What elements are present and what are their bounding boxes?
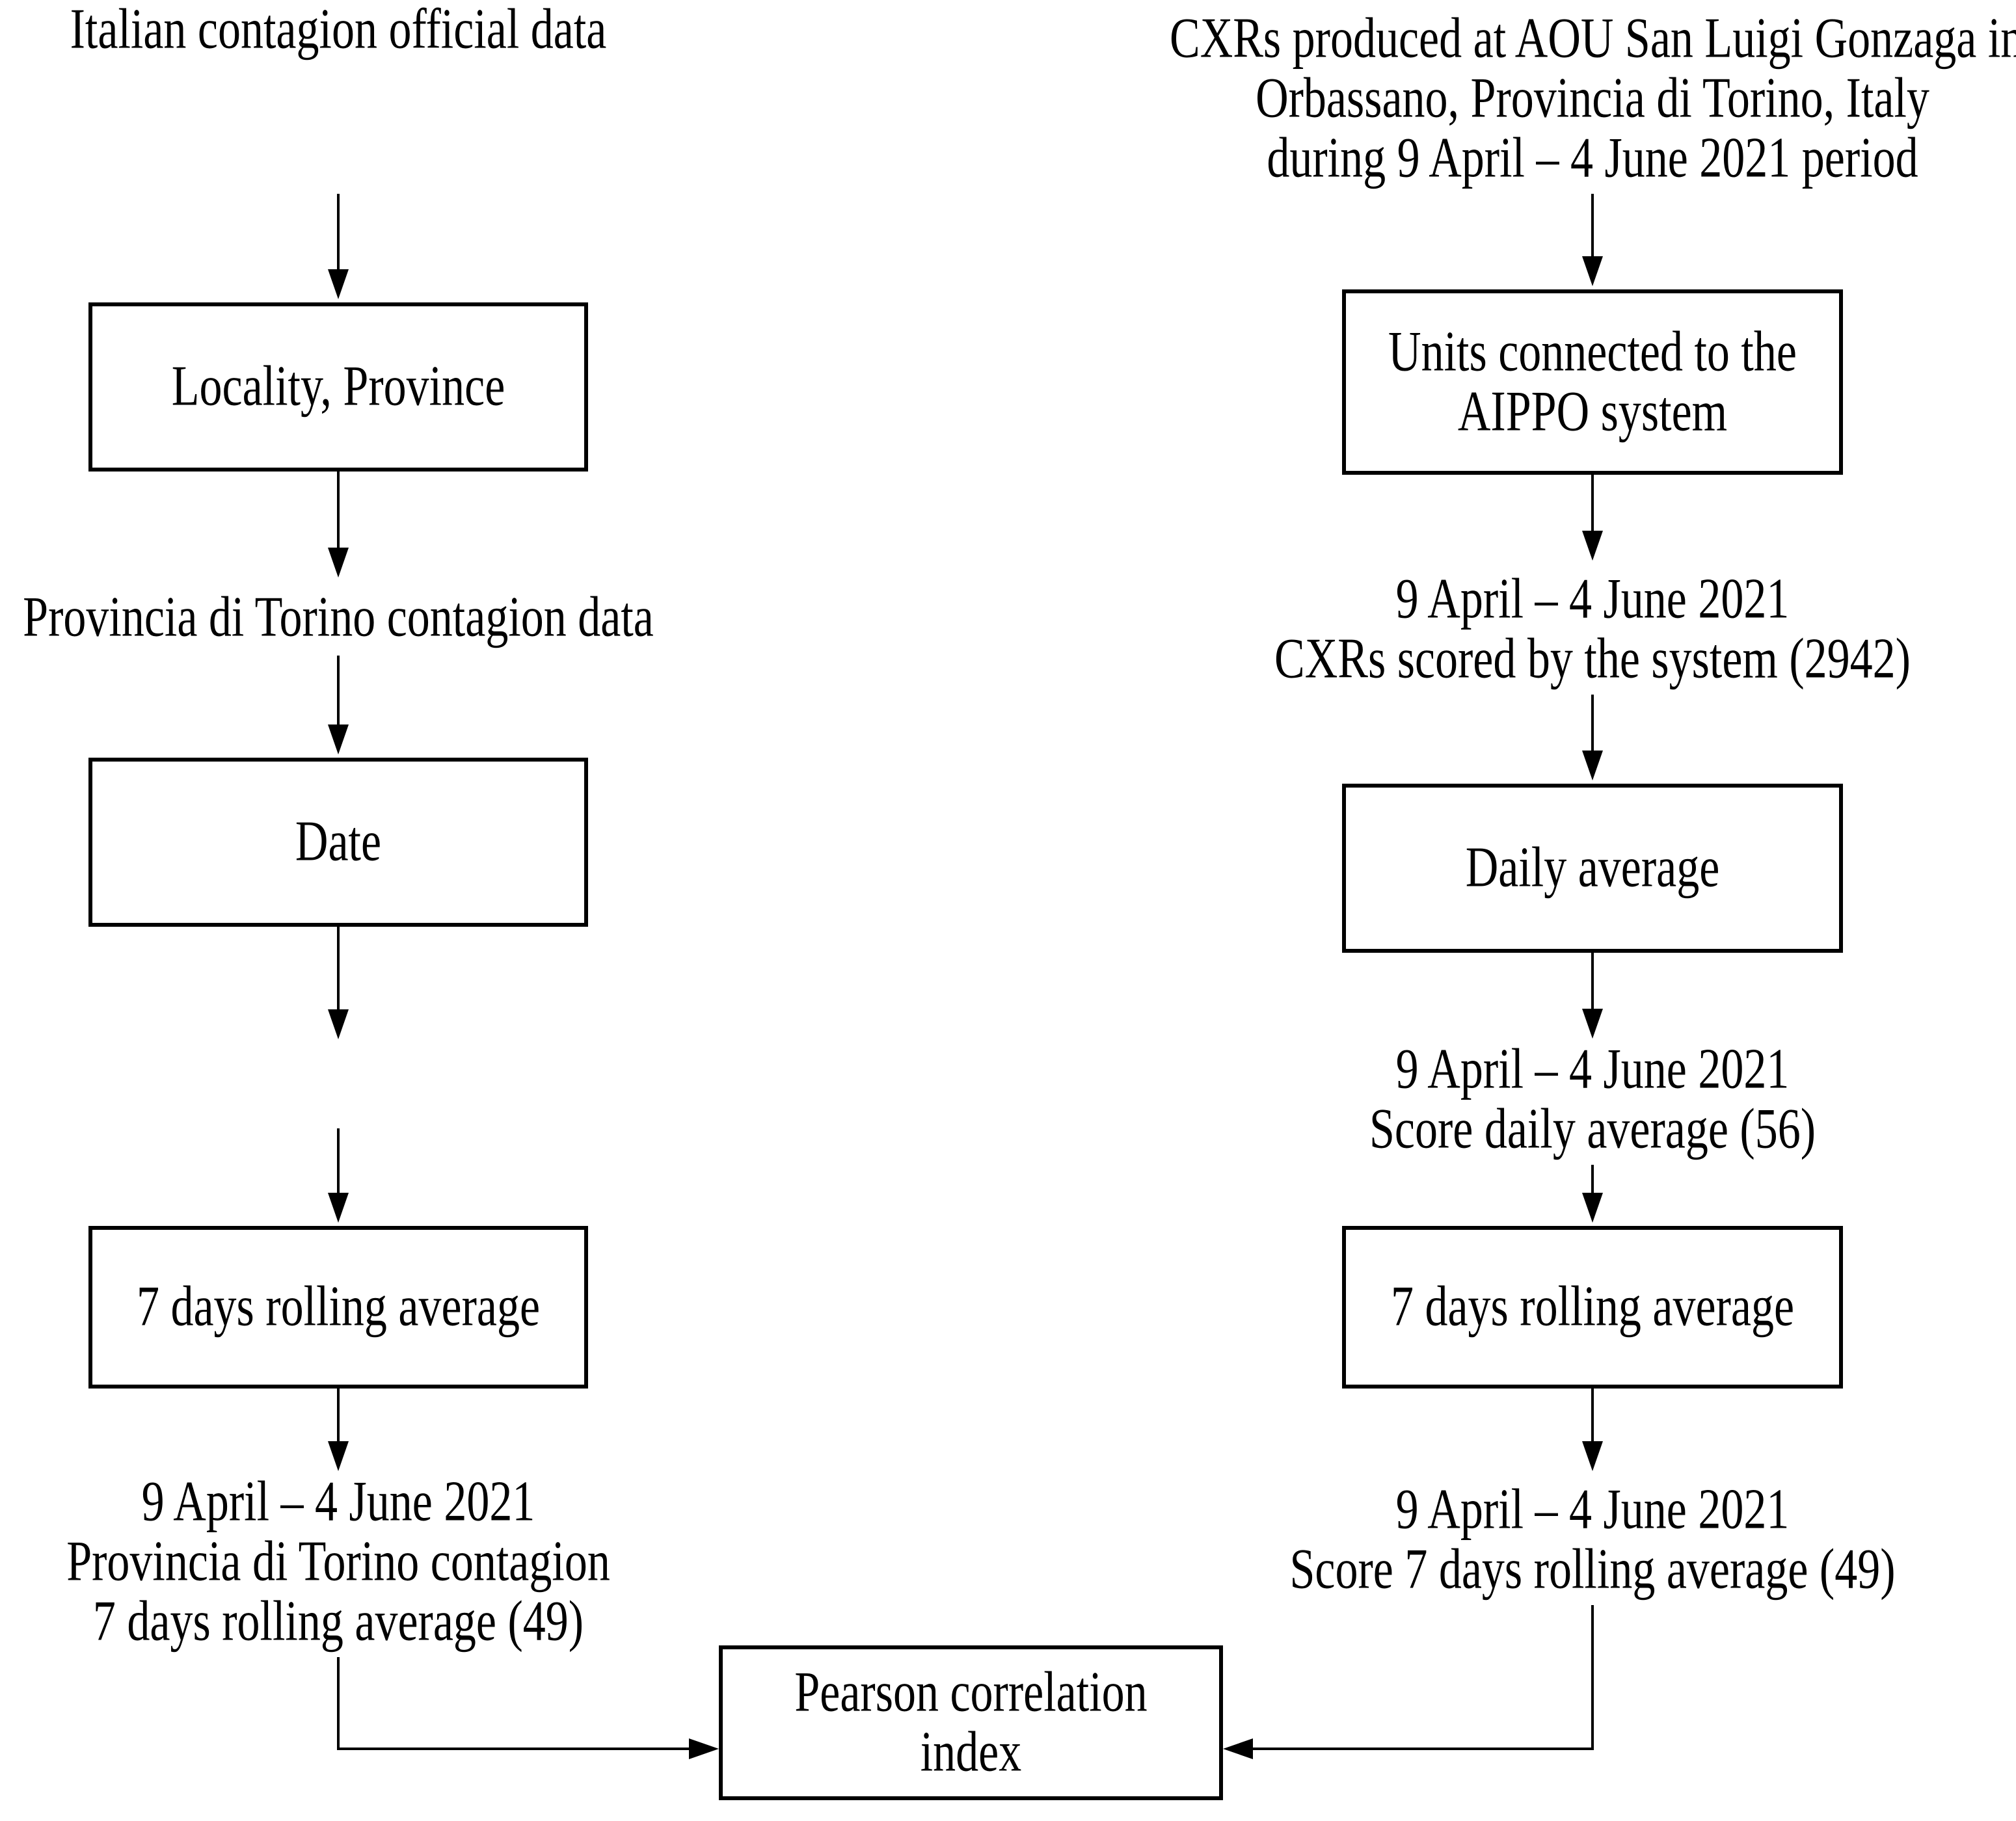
score-daily-average-label: 9 April – 4 June 2021 Score daily averag…	[1170, 1038, 2015, 1160]
score-daily-average-label-line: Score daily average (56)	[1369, 1098, 1816, 1161]
arrowhead-down-icon	[328, 269, 349, 299]
arrowhead-left-icon	[1223, 1738, 1253, 1759]
arrowhead-down-icon	[1582, 1009, 1603, 1039]
left-source-label-line: Italian contagion official data	[70, 0, 607, 61]
arrowhead-down-icon	[328, 548, 349, 578]
right-arrow-5-shaft	[1591, 1165, 1594, 1193]
rolling-average-box-left-label: 7 days rolling average	[136, 1275, 541, 1338]
score-daily-average-label-line: 9 April – 4 June 2021	[1395, 1038, 1790, 1101]
left-connector-horizontal-line	[337, 1748, 691, 1750]
torino-contagion-label-line: Provincia di Torino contagion data	[23, 586, 654, 649]
right-connector-horizontal-line	[1253, 1748, 1594, 1750]
daily-average-box-label: Daily average	[1465, 836, 1720, 899]
right-result-label: 9 April – 4 June 2021 Score 7 days rolli…	[1170, 1478, 2015, 1601]
pearson-correlation-box-line: Pearson correlation	[794, 1661, 1148, 1724]
units-aippo-box-line: Units connected to the	[1388, 320, 1797, 383]
left-connector-vertical-line	[337, 1657, 340, 1750]
arrowhead-down-icon	[1582, 751, 1603, 780]
left-arrow-2-shaft	[337, 472, 340, 548]
right-source-label: CXRs produced at AOU San Luigi Gonzaga i…	[1170, 7, 2016, 189]
left-source-label: Italian contagion official data	[0, 0, 677, 61]
left-result-label-line: 9 April – 4 June 2021	[141, 1470, 535, 1534]
right-arrow-3-shaft	[1591, 695, 1594, 751]
pearson-correlation-box: Pearson correlation index	[719, 1645, 1223, 1800]
locality-province-box: Locality, Province	[88, 302, 588, 472]
date-box: Date	[88, 758, 588, 927]
arrowhead-down-icon	[328, 724, 349, 754]
rolling-average-box-left: 7 days rolling average	[88, 1226, 588, 1389]
cxrs-scored-label: 9 April – 4 June 2021 CXRs scored by the…	[1170, 568, 2015, 690]
date-box-label: Date	[295, 810, 382, 873]
left-result-label-line: Provincia di Torino contagion	[66, 1530, 610, 1593]
right-source-label-line: Orbassano, Provincia di Torino, Italy	[1256, 67, 1929, 130]
cxrs-scored-label-line: CXRs scored by the system (2942)	[1274, 628, 1911, 691]
units-aippo-box-line: AIPPO system	[1457, 380, 1728, 443]
right-source-label-line: during 9 April – 4 June 2021 period	[1267, 127, 1918, 190]
locality-province-box-label: Locality, Province	[171, 355, 505, 418]
left-arrow-4-shaft	[337, 927, 340, 1010]
arrowhead-down-icon	[1582, 1441, 1603, 1471]
arrowhead-down-icon	[328, 1009, 349, 1039]
pearson-correlation-box-line: index	[920, 1721, 1022, 1784]
arrowhead-down-icon	[328, 1441, 349, 1471]
rolling-average-box-right-label: 7 days rolling average	[1390, 1275, 1795, 1338]
right-arrow-4-shaft	[1591, 953, 1594, 1009]
arrowhead-right-icon	[689, 1738, 719, 1759]
left-arrow-1-shaft	[337, 194, 340, 270]
arrowhead-down-icon	[1582, 531, 1603, 561]
right-arrow-6-shaft	[1591, 1389, 1594, 1442]
left-result-label-line: 7 days rolling average (49)	[92, 1590, 584, 1653]
left-arrow-6-shaft	[337, 1389, 340, 1442]
torino-contagion-label: Provincia di Torino contagion data	[0, 586, 677, 648]
right-result-label-line: 9 April – 4 June 2021	[1395, 1478, 1790, 1541]
arrowhead-down-icon	[1582, 1193, 1603, 1223]
right-result-label-line: Score 7 days rolling average (49)	[1289, 1538, 1896, 1601]
arrowhead-down-icon	[1582, 256, 1603, 286]
right-arrow-1-shaft	[1591, 194, 1594, 257]
right-arrow-2-shaft	[1591, 475, 1594, 531]
units-aippo-box: Units connected to the AIPPO system	[1342, 289, 1843, 475]
daily-average-box: Daily average	[1342, 784, 1843, 953]
right-source-label-line: CXRs produced at AOU San Luigi Gonzaga i…	[1170, 7, 2016, 70]
left-arrow-5-shaft	[337, 1128, 340, 1193]
cxrs-scored-label-line: 9 April – 4 June 2021	[1395, 568, 1790, 631]
left-result-label: 9 April – 4 June 2021 Provincia di Torin…	[0, 1470, 677, 1653]
left-arrow-3-shaft	[337, 656, 340, 725]
arrowhead-down-icon	[328, 1193, 349, 1223]
right-connector-vertical-line	[1591, 1605, 1594, 1750]
rolling-average-box-right: 7 days rolling average	[1342, 1226, 1843, 1389]
